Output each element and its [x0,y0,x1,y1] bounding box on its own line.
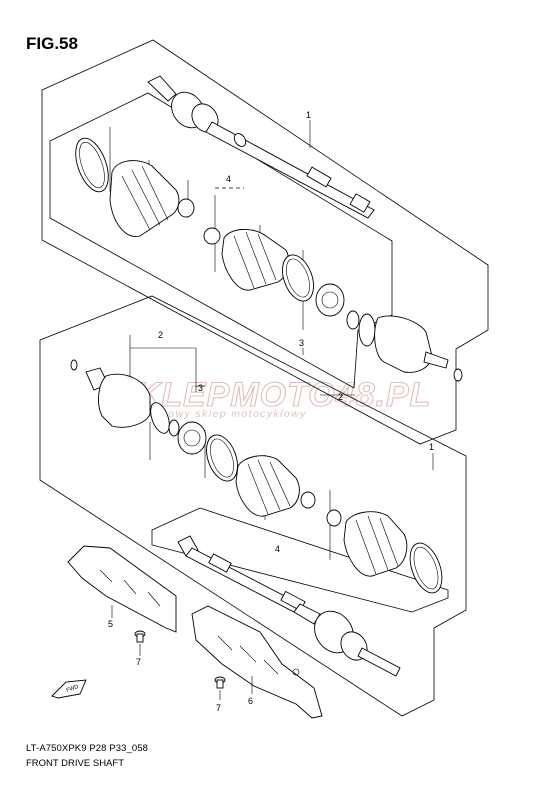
callout-guard-left: 5 [108,619,113,629]
fwd-arrow-icon: FWD [51,679,87,699]
upper-boot-band-small [177,198,195,218]
footer-diagram-code: LT-A750XPK9 P28 P33_058 [26,743,149,754]
upper-boot-band-large [75,137,109,193]
guard-left [67,545,177,633]
lower-boot-band-large [206,434,238,482]
callout-lower-shaft: 1 [429,442,434,452]
watermark-main-text: SKLEPMOTO48.PL [112,376,431,414]
callout-lower-boot-set: 4 [275,544,280,554]
callout-lower-joint: 3 [198,383,203,393]
upper-end-clip [453,368,463,382]
upper-boot-outer [109,160,180,237]
figure-title: FIG.58 [26,34,78,53]
callout-upper-shaft: 1 [306,110,311,120]
footer-diagram-title: FRONT DRIVE SHAFT [26,758,124,769]
callout-upper-spacer: 2 [338,392,343,402]
guards-and-bolts: 5 7 6 7 FWD [51,545,323,719]
upper-cv-joint-inner-race [315,283,345,317]
upper-assembly-frame [41,39,489,445]
watermark: SKLEPMOTO48.PL internetowy sklep motocyk… [111,375,431,420]
lower-drive-shaft [177,535,401,677]
bolt-right [214,676,226,689]
lower-end-clip [70,359,78,371]
lower-boot-band-small [300,491,316,509]
callout-bolt-left: 7 [136,657,141,667]
upper-assembly: 1 4 3 2 [41,39,489,445]
upper-snap-ring [346,310,360,330]
guard-right [191,605,323,719]
upper-drive-shaft [147,75,375,219]
lower-assembly: 2 3 1 4 [39,295,467,717]
upper-outer-joint-housing [374,315,433,373]
upper-outer-spline [423,351,449,369]
lower-circlip [150,402,170,434]
lower-snap-ring [168,419,180,437]
upper-kit-band-small [203,227,221,245]
lower-inner-joint-housing [98,373,151,428]
callout-bolt-right: 7 [216,703,221,713]
fwd-label: FWD [66,684,80,694]
bolt-left [134,630,146,643]
lower-cv-joint-inner-race [177,421,207,455]
upper-circlip [358,313,376,347]
lower-kit-frame [151,507,449,613]
upper-kit-boot [221,229,290,291]
lower-boot-outer [235,455,300,517]
lower-kit-band-large [409,542,443,594]
lower-kit-band-small [326,509,342,527]
callout-upper-joint: 3 [299,338,304,348]
callout-lower-spacer: 2 [158,330,163,340]
upper-kit-band-large [282,254,314,302]
callout-guard-right: 6 [248,696,253,706]
callout-upper-boot-set: 4 [226,174,231,184]
lower-assembly-frame [39,295,467,717]
lower-kit-boot [343,511,408,577]
